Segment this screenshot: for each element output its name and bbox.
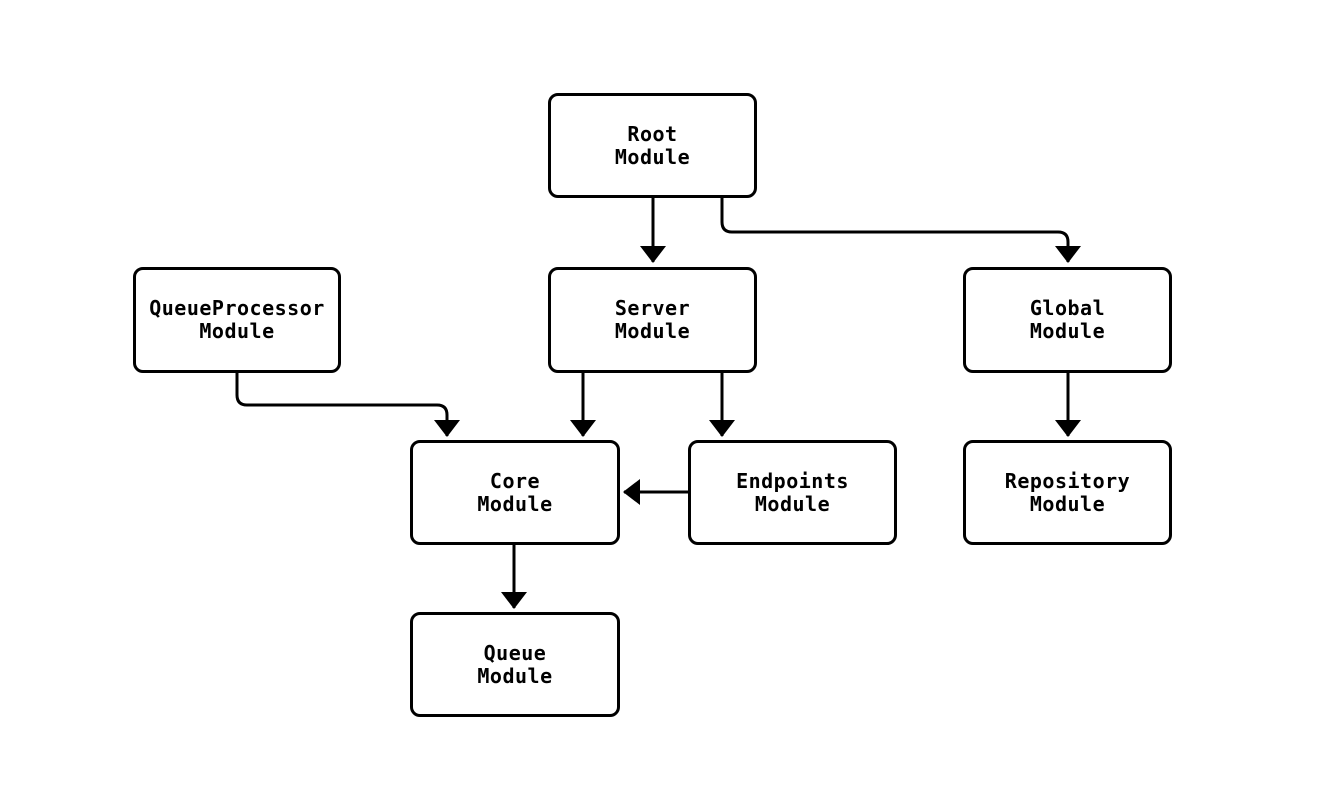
node-queue-module: Queue Module (410, 612, 620, 717)
node-repository-module-label: Repository Module (1004, 468, 1131, 516)
node-root-module-label: Root Module (614, 121, 691, 169)
node-repository-module: Repository Module (963, 440, 1172, 545)
node-core-module-label: Core Module (477, 468, 553, 516)
node-queueprocessor-module: QueueProcessor Module (133, 267, 341, 373)
node-server-module: Server Module (548, 267, 757, 373)
node-endpoints-module: Endpoints Module (688, 440, 897, 545)
node-global-module: Global Module (963, 267, 1172, 373)
node-queue-module-label: Queue Module (477, 640, 553, 688)
node-root-module: Root Module (548, 93, 757, 198)
node-endpoints-module-label: Endpoints Module (736, 468, 849, 516)
node-global-module-label: Global Module (1029, 296, 1106, 343)
node-server-module-label: Server Module (614, 296, 691, 343)
node-queueprocessor-module-label: QueueProcessor Module (149, 296, 325, 343)
node-core-module: Core Module (410, 440, 620, 545)
edge-root-to-global (720, 198, 1081, 263)
edge-queueprocessor-to-core (235, 373, 460, 437)
